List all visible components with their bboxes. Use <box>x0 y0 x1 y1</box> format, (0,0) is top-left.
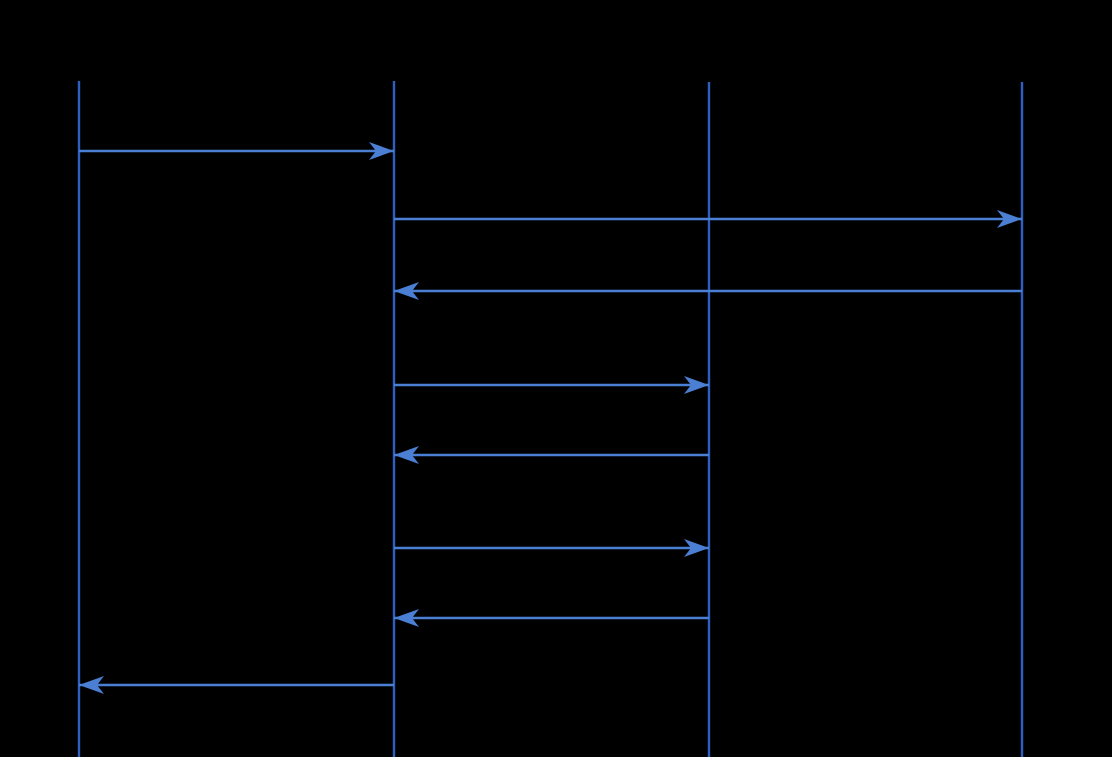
arrowhead-left-icon <box>394 282 419 300</box>
arrowhead-right-icon <box>997 210 1022 228</box>
arrowhead-left-icon <box>394 609 419 627</box>
lifelines-group <box>77 81 1024 757</box>
arrowhead-right-icon <box>684 376 709 394</box>
message-6[interactable] <box>394 539 709 557</box>
message-7[interactable] <box>394 609 709 627</box>
message-2[interactable] <box>394 210 1022 228</box>
arrowhead-right-icon <box>369 142 394 160</box>
arrowhead-left-icon <box>79 676 104 694</box>
arrowhead-right-icon <box>684 539 709 557</box>
message-4[interactable] <box>394 376 709 394</box>
message-5[interactable] <box>394 446 709 464</box>
message-8[interactable] <box>79 676 394 694</box>
message-1[interactable] <box>79 142 394 160</box>
arrowhead-left-icon <box>394 446 419 464</box>
message-3[interactable] <box>394 282 1022 300</box>
